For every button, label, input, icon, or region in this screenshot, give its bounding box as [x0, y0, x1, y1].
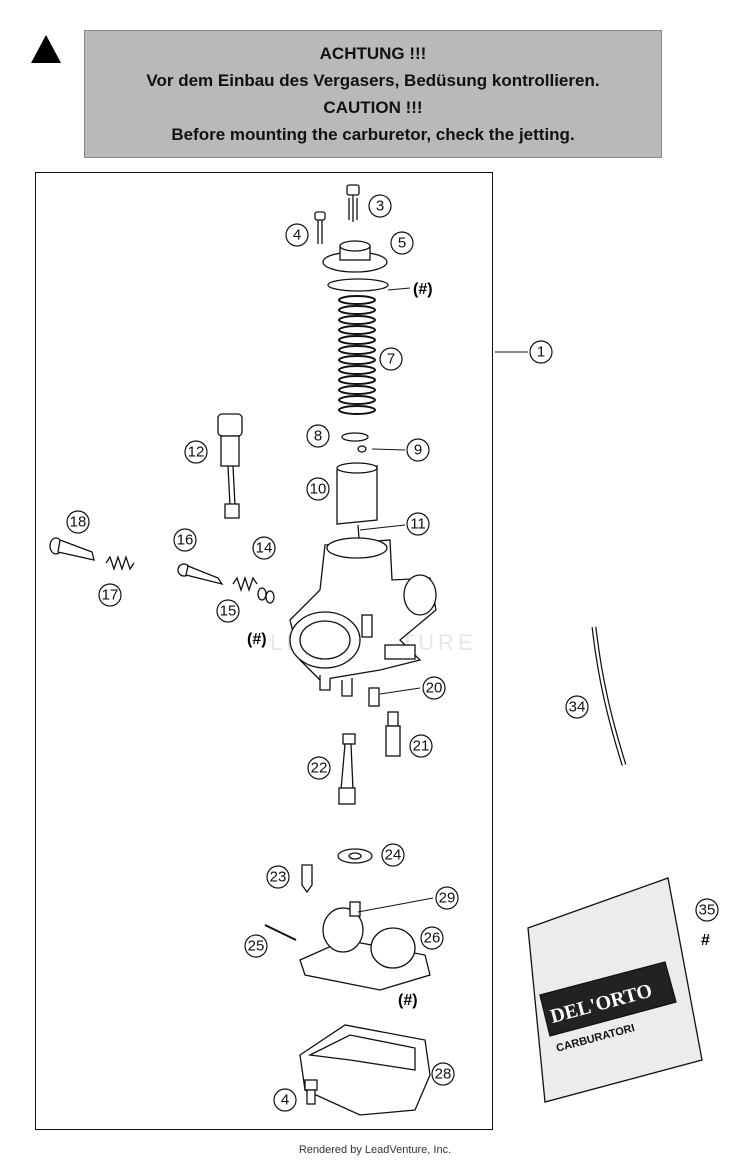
part-cap-5 [322, 240, 389, 292]
svg-text:18: 18 [70, 514, 87, 531]
callout-4-bottom: 4 [273, 1088, 297, 1112]
svg-text:29: 29 [439, 890, 456, 907]
callout-8: 8 [306, 424, 330, 448]
callout-26: 26 [420, 926, 444, 950]
callout-10: 10 [306, 477, 330, 501]
svg-text:25: 25 [248, 938, 265, 955]
callout-17: 17 [98, 583, 122, 607]
part-spring-17 [105, 554, 135, 572]
part-slide-10 [336, 462, 378, 525]
svg-text:17: 17 [102, 587, 119, 604]
callout-23: 23 [266, 865, 290, 889]
callout-29: 29 [435, 886, 459, 910]
svg-text:28: 28 [435, 1066, 452, 1083]
callout-14: 14 [252, 536, 276, 560]
svg-text:21: 21 [413, 738, 430, 755]
svg-text:4: 4 [293, 227, 301, 244]
part-clip-9 [357, 445, 367, 453]
footer-credit: Rendered by LeadVenture, Inc. [298, 1144, 452, 1156]
part-air-screw-16 [177, 563, 224, 586]
part-screw-3 [346, 184, 360, 222]
svg-text:34: 34 [569, 699, 586, 716]
part-emulsion-tube-22 [338, 733, 356, 805]
svg-text:12: 12 [188, 444, 205, 461]
callout-9: 9 [406, 438, 430, 462]
callout-12: 12 [184, 440, 208, 464]
callout-15: 15 [216, 599, 240, 623]
part-jet-21 [385, 711, 401, 757]
warning-triangle-icon [31, 35, 61, 63]
callout-1: 1 [529, 340, 553, 364]
callout-35: 35 [695, 898, 719, 922]
svg-text:23: 23 [270, 869, 287, 886]
svg-text:8: 8 [314, 428, 322, 445]
part-jet-20 [368, 687, 380, 707]
warning-title-de: ACHTUNG !!! [319, 44, 427, 63]
part-hose-34 [591, 626, 627, 766]
svg-text:14: 14 [256, 540, 273, 557]
svg-text:3: 3 [376, 198, 384, 215]
part-spring-15 [232, 575, 258, 593]
callout-16: 16 [173, 528, 197, 552]
warning-text-de: Vor dem Einbau des Vergasers, Bedüsung k… [146, 71, 600, 90]
svg-text:9: 9 [414, 442, 422, 459]
svg-text:10: 10 [310, 481, 327, 498]
hash-mark-kit: # [701, 932, 710, 949]
part-needle-valve-23 [301, 864, 313, 894]
assembly-frame [35, 172, 493, 1130]
warning-text-en: Before mounting the carburetor, check th… [171, 125, 575, 144]
part-spring-7 [338, 295, 376, 415]
svg-text:22: 22 [311, 760, 328, 777]
svg-text:15: 15 [220, 603, 237, 620]
svg-text:4: 4 [281, 1092, 289, 1109]
callout-7: 7 [379, 347, 403, 371]
hash-mark-float: (#) [398, 992, 418, 1009]
part-ring-24 [337, 848, 373, 864]
part-choke-12 [217, 413, 243, 519]
part-idle-screw-18 [49, 537, 95, 561]
callout-28: 28 [431, 1062, 455, 1086]
svg-text:24: 24 [385, 847, 402, 864]
svg-text:11: 11 [410, 516, 426, 533]
callout-24: 24 [381, 843, 405, 867]
callout-21: 21 [409, 734, 433, 758]
svg-text:5: 5 [398, 235, 406, 252]
part-screw-4-bottom [304, 1079, 318, 1105]
svg-text:1: 1 [537, 344, 545, 361]
svg-text:35: 35 [699, 902, 716, 919]
warning-title-en: CAUTION !!! [323, 98, 423, 117]
callout-3: 3 [368, 194, 392, 218]
callout-34: 34 [565, 695, 589, 719]
callout-4-top: 4 [285, 223, 309, 247]
callout-18: 18 [66, 510, 90, 534]
part-float-bowl-28 [299, 1024, 431, 1116]
part-screw-4-top [314, 211, 326, 244]
svg-text:20: 20 [426, 680, 443, 697]
part-washer-8 [341, 432, 369, 442]
callout-5: 5 [390, 231, 414, 255]
svg-text:26: 26 [424, 930, 441, 947]
callout-20: 20 [422, 676, 446, 700]
svg-text:7: 7 [387, 351, 395, 368]
hash-mark-washer: (#) [247, 631, 267, 648]
part-pin-25 [264, 924, 297, 941]
callout-22: 22 [307, 756, 331, 780]
hash-mark-cap: (#) [413, 281, 433, 298]
part-jet-kit-35 [527, 877, 703, 1103]
part-washer-14 [257, 587, 267, 601]
callout-11: 11 [406, 512, 430, 536]
callout-25: 25 [244, 934, 268, 958]
part-carburetor-body [289, 537, 437, 697]
svg-text:16: 16 [177, 532, 194, 549]
caution-banner: ACHTUNG !!! Vor dem Einbau des Vergasers… [84, 30, 662, 158]
part-float-26 [299, 901, 431, 991]
